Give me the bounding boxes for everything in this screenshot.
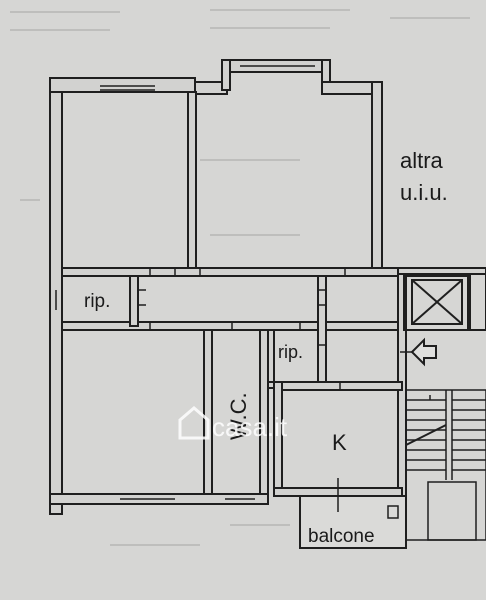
- casa-logo-watermark: casa.it: [178, 406, 288, 442]
- label-altra: altra: [400, 148, 444, 173]
- door-marks: [138, 268, 346, 512]
- wall-top-rooms-partition: [187, 91, 197, 271]
- label-uiu: u.i.u.: [400, 180, 448, 205]
- watermark-text: casa.it: [212, 412, 288, 442]
- wall-lower-left-right: [203, 329, 213, 497]
- wall-right-upper: [371, 81, 383, 273]
- staircase: [405, 389, 486, 541]
- label-rip-right: rip.: [278, 342, 303, 362]
- wall-rip-right-left: [267, 329, 275, 387]
- entrance-arrow-icon: [410, 337, 437, 367]
- wall-kitchen-top: [273, 381, 403, 391]
- label-balcone: balcone: [308, 526, 375, 547]
- outer-wall-bump-left: [221, 59, 231, 91]
- wall-rip-left: [129, 275, 139, 327]
- background-ghost-text: [10, 9, 470, 546]
- walls: [49, 59, 486, 549]
- label-kitchen: K: [332, 430, 347, 455]
- outer-wall-top-right: [321, 81, 378, 95]
- elevator-shaft: [403, 273, 486, 331]
- house-icon: [178, 406, 210, 440]
- balcony-outline: [299, 495, 407, 549]
- label-wc: W.C.: [226, 392, 251, 440]
- windows: [55, 65, 315, 500]
- wall-mid-vertical: [317, 275, 327, 387]
- label-rip-left: rip.: [84, 291, 110, 312]
- balcony-fixture: [387, 505, 399, 519]
